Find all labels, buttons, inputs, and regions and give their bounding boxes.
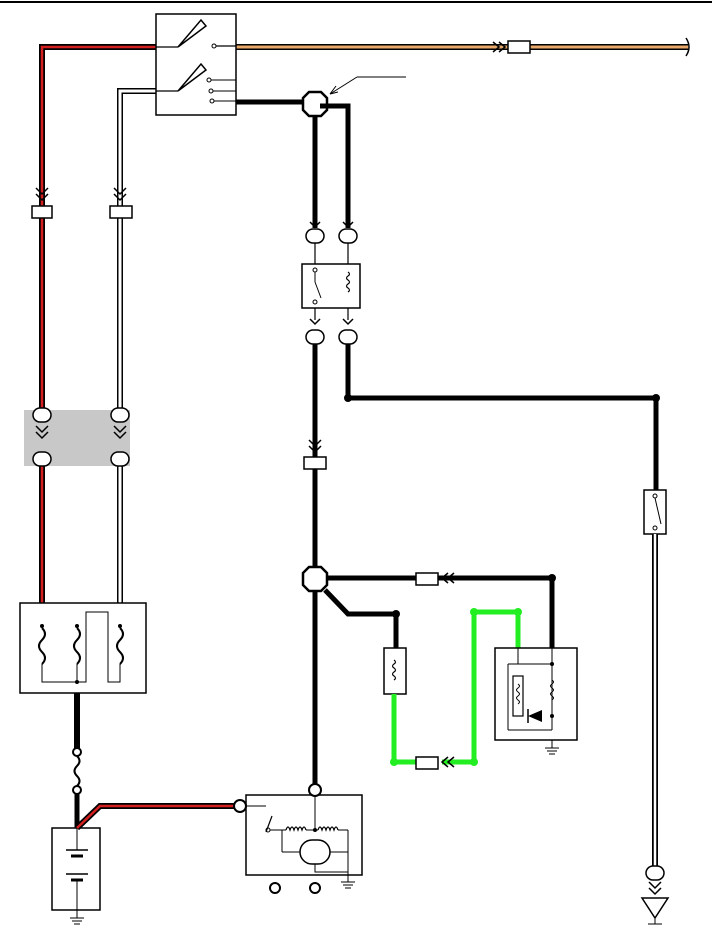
- pointer-arrow-icon: [329, 76, 406, 95]
- fuse-icon: [38, 627, 46, 665]
- ground-icon: [70, 917, 84, 925]
- starter-motor: [233, 783, 363, 894]
- black-wire: [312, 572, 556, 790]
- switch: [643, 489, 667, 535]
- wire-connector-pair: [305, 221, 358, 244]
- red-battery-cable: [74, 803, 240, 831]
- connector-icon: [31, 205, 53, 219]
- fuse-block: [19, 602, 147, 694]
- black-wire: [303, 344, 327, 570]
- wire-connector-pair: [305, 318, 358, 345]
- splice-icon: [301, 90, 329, 118]
- ground-icon: [640, 897, 670, 920]
- white-wire: [109, 88, 156, 605]
- black-double-wire: [312, 103, 351, 228]
- connector-icon: [303, 456, 327, 470]
- relay-switch-coil: [301, 243, 361, 320]
- fuse-icon: [73, 627, 81, 665]
- relay-coil: [383, 647, 407, 695]
- connector-icon: [415, 572, 439, 586]
- fuse-icon: [116, 627, 124, 665]
- ground-icon: [545, 747, 559, 755]
- connector-icon: [109, 205, 133, 219]
- ignition-switch: [155, 13, 237, 116]
- splice-icon: [301, 565, 329, 593]
- inline-connector-icon: [507, 40, 531, 54]
- diode-icon: [528, 710, 542, 722]
- shaded-connector-block: [24, 407, 130, 467]
- black-wire: [344, 344, 660, 490]
- green-wire: [390, 608, 522, 770]
- fusible-link-icon: [73, 755, 81, 787]
- orange-wire: [236, 37, 690, 57]
- black-wire: [72, 693, 82, 828]
- mounting-hole-icon: [269, 882, 281, 894]
- connector-icon: [415, 756, 439, 770]
- red-black-wire: [31, 44, 156, 605]
- battery: [51, 827, 101, 925]
- relay-with-diode: [494, 647, 578, 755]
- ground-icon: [341, 881, 355, 889]
- white-wire: [640, 534, 670, 925]
- mounting-hole-icon: [309, 882, 321, 894]
